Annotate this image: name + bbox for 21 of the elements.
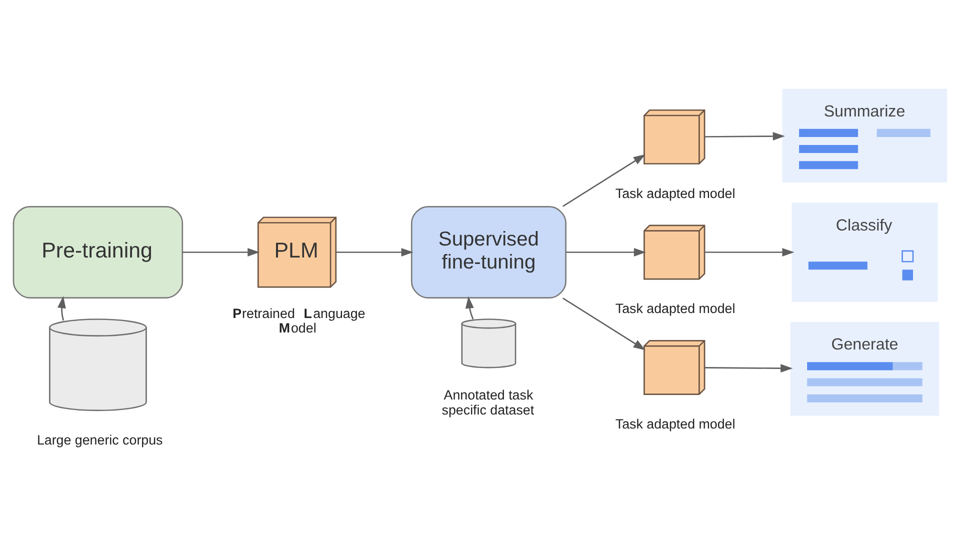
arrow: [566, 248, 646, 256]
node-label: Annotated task specific dataset: [442, 388, 534, 418]
arrow: [336, 248, 414, 256]
node-box: Pre-training: [12, 206, 184, 298]
arrow: [182, 248, 260, 256]
arrow: [465, 296, 474, 320]
node-label: Task adapted model: [615, 186, 736, 201]
arrow: [562, 154, 646, 207]
node-label: Task adapted model: [615, 416, 736, 432]
node-label: Task adapted model: [615, 301, 736, 316]
arrow: [704, 364, 793, 372]
arrow: [704, 132, 785, 140]
node-box: Supervised fine-tuning: [410, 206, 566, 298]
arrow: [704, 248, 794, 256]
node-box: Generate: [790, 322, 940, 416]
arrow: [58, 296, 66, 321]
node-label: Large generic corpus: [36, 432, 163, 448]
node-box: Summarize: [782, 88, 948, 183]
node-box: Classify: [792, 202, 938, 302]
node-label: Pretrained Language Model: [232, 306, 366, 336]
arrow: [562, 298, 646, 350]
